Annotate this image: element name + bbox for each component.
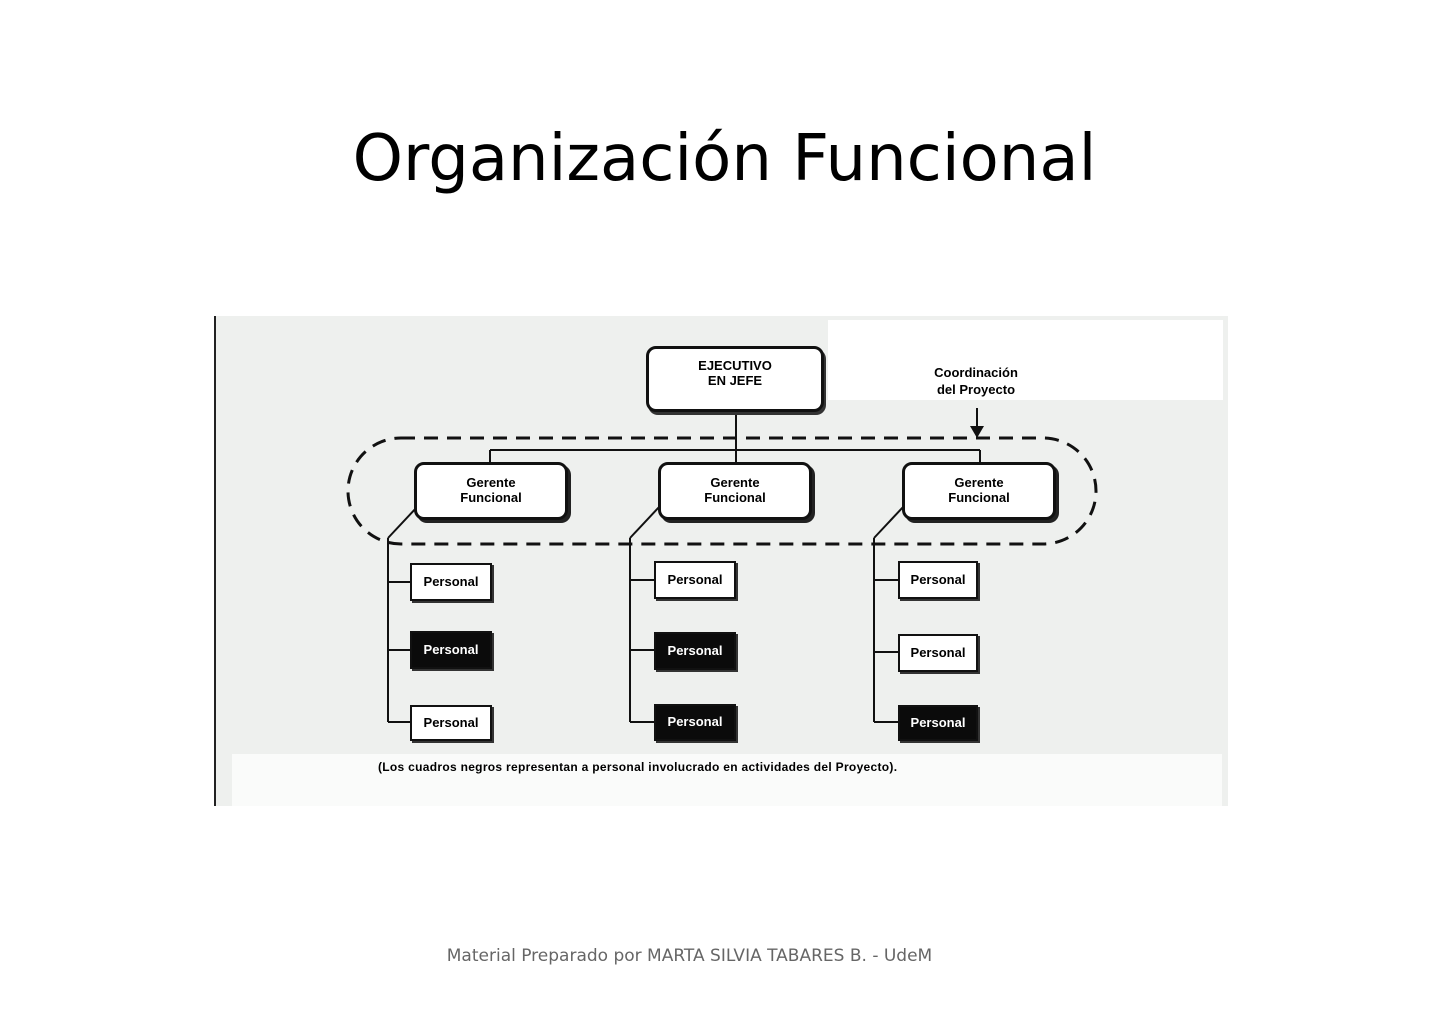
slide-title: Organización Funcional: [352, 122, 1097, 196]
dept-2-diagonal: [629, 505, 661, 539]
executive-box: EJECUTIVO EN JEFE: [646, 346, 824, 412]
slide-footer: Material Preparado por MARTA SILVIA TABA…: [0, 946, 1449, 966]
staff-box: Personal: [898, 634, 978, 672]
dept-1-diagonal: [387, 505, 419, 539]
dept-3-diagonal: [873, 505, 905, 539]
staff-box-involved: Personal: [654, 704, 736, 741]
staff-box: Personal: [410, 705, 492, 741]
panel-white-area: [828, 320, 1223, 400]
coordination-label: Coordinación del Proyecto: [934, 365, 1018, 397]
staff-box-involved: Personal: [410, 631, 492, 669]
footer-text: Material Preparado por MARTA SILVIA TABA…: [446, 946, 933, 966]
coordination-arrow-head: [970, 426, 984, 438]
staff-box: Personal: [898, 561, 978, 599]
diagram-caption: (Los cuadros negros representan a person…: [378, 760, 898, 774]
functional-manager-1: Gerente Funcional: [414, 462, 568, 520]
staff-box: Personal: [654, 561, 736, 599]
coordination-dashed-boundary: [346, 436, 1098, 546]
staff-box-involved: Personal: [898, 705, 978, 741]
caption-area: [232, 754, 1222, 806]
staff-box: Personal: [410, 563, 492, 601]
functional-manager-3: Gerente Funcional: [902, 462, 1056, 520]
staff-box-involved: Personal: [654, 632, 736, 670]
functional-manager-2: Gerente Funcional: [658, 462, 812, 520]
